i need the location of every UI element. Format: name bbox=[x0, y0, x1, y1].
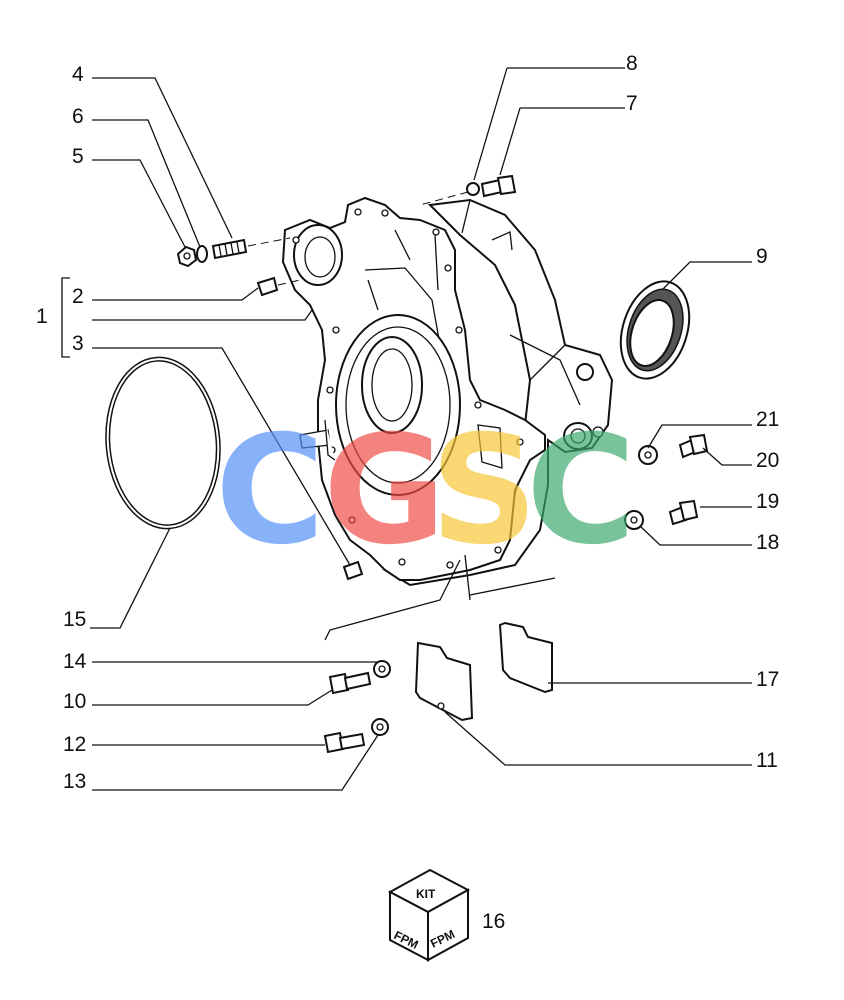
plug-20 bbox=[678, 433, 709, 459]
leader-lines bbox=[61, 67, 752, 791]
seal-ring-9 bbox=[619, 280, 691, 380]
washer-6 bbox=[196, 245, 208, 263]
cover-plate-11 bbox=[414, 641, 474, 722]
screw-10 bbox=[328, 671, 372, 695]
callout-4: 4 bbox=[72, 63, 84, 86]
flywheel-housing bbox=[281, 196, 614, 641]
callout-13: 13 bbox=[63, 770, 86, 793]
watermark-letter-1: C bbox=[215, 404, 325, 578]
callout-15: 15 bbox=[63, 608, 86, 631]
watermark-letter-4: C bbox=[526, 404, 636, 578]
callout-11: 11 bbox=[756, 749, 778, 772]
plug-19 bbox=[668, 499, 699, 526]
washer-13 bbox=[371, 718, 389, 736]
callout-7: 7 bbox=[626, 92, 638, 115]
stud-4 bbox=[211, 237, 291, 260]
kit-box-icon: KIT FPM FPM bbox=[387, 868, 471, 962]
dowel-pin-2 bbox=[256, 276, 301, 297]
callout-14: 14 bbox=[63, 650, 87, 673]
watermark-letter-2: G bbox=[323, 404, 446, 578]
callout-5: 5 bbox=[72, 145, 84, 168]
callout-6: 6 bbox=[72, 105, 84, 128]
watermark-letter-3: S bbox=[430, 404, 538, 578]
kit-label: KIT bbox=[416, 887, 436, 901]
callout-3: 3 bbox=[72, 332, 84, 355]
pin-3 bbox=[342, 560, 364, 581]
washer-18 bbox=[624, 510, 644, 530]
nut-5 bbox=[176, 245, 198, 268]
washer-14 bbox=[373, 660, 391, 678]
callout-8: 8 bbox=[626, 52, 638, 75]
callout-21: 21 bbox=[756, 408, 779, 431]
callout-1: 1 bbox=[36, 305, 48, 328]
callout-10: 10 bbox=[63, 690, 86, 713]
callout-20: 20 bbox=[756, 449, 779, 472]
washer-21 bbox=[638, 445, 658, 465]
callout-9: 9 bbox=[756, 245, 768, 268]
screw-12 bbox=[323, 731, 366, 754]
watermark-logo: C G S C bbox=[215, 404, 636, 578]
washer-8 bbox=[419, 182, 480, 206]
callout-19: 19 bbox=[756, 490, 779, 513]
callout-labels: 4 6 5 8 7 9 2 1 3 21 20 19 18 15 14 17 1… bbox=[36, 52, 779, 933]
callout-17: 17 bbox=[756, 668, 779, 691]
o-ring-15 bbox=[105, 356, 221, 530]
callout-2: 2 bbox=[72, 285, 84, 308]
gasket-17 bbox=[498, 621, 553, 694]
callout-18: 18 bbox=[756, 531, 779, 554]
callout-12: 12 bbox=[63, 733, 86, 756]
callout-16: 16 bbox=[482, 910, 505, 933]
screw-7 bbox=[480, 174, 517, 198]
